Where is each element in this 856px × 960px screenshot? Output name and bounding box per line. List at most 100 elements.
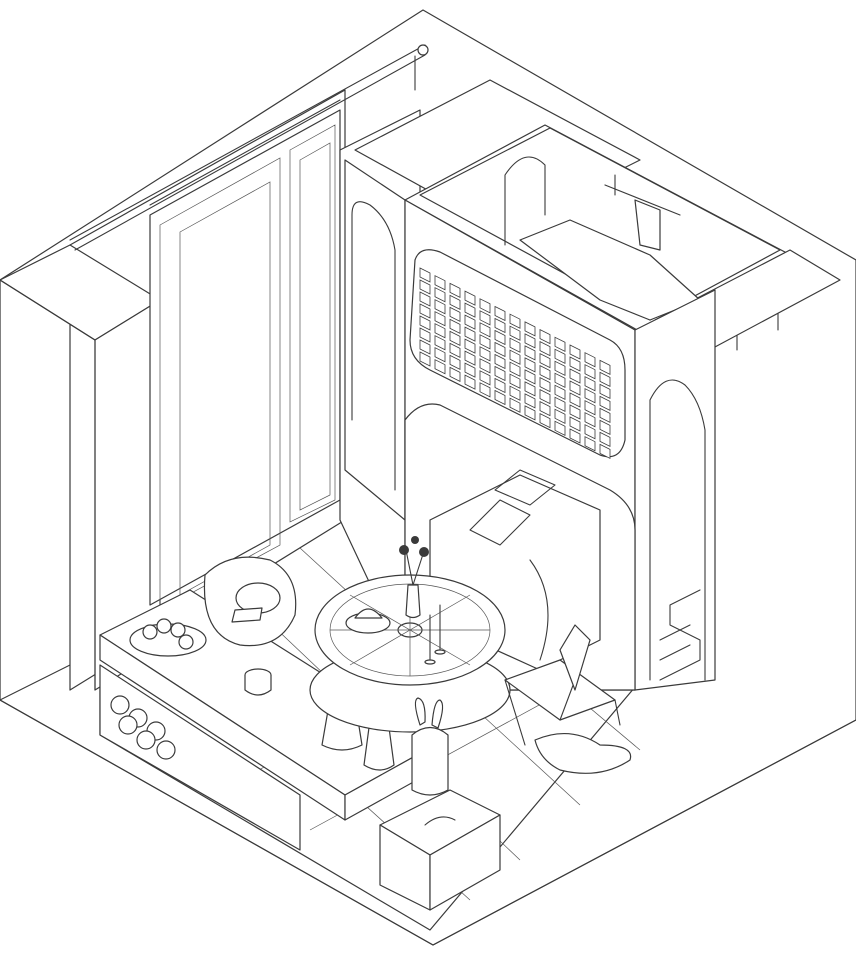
grid-cell <box>584 424 596 440</box>
grid-cell <box>584 364 596 380</box>
floor-blanket <box>534 732 632 774</box>
candle-cup <box>244 668 272 696</box>
grid-cell <box>584 412 596 428</box>
perforated-grid-screen <box>409 249 626 460</box>
grid-cell <box>599 443 611 460</box>
grid-cell <box>524 333 536 349</box>
grid-cell <box>494 317 506 334</box>
grid-cell <box>539 340 551 357</box>
grid-cell <box>539 364 551 381</box>
grid-cell <box>569 380 581 396</box>
grid-cell <box>599 419 611 436</box>
candlesticks <box>424 604 446 665</box>
grid-cell <box>599 371 611 388</box>
grid-cell <box>554 336 566 352</box>
grid-cell <box>464 290 476 306</box>
grid-cell <box>449 294 461 311</box>
grid-cell <box>479 322 491 338</box>
grid-cell <box>449 282 461 299</box>
grid-cell <box>584 388 596 404</box>
grid-cell <box>449 342 461 359</box>
grid-cell <box>419 351 431 367</box>
grid-cell <box>434 311 446 327</box>
grid-cell <box>479 346 491 362</box>
grid-cell <box>479 358 491 374</box>
grid-cell <box>524 345 536 361</box>
grid-cell <box>464 302 476 318</box>
grid-cell <box>479 298 491 314</box>
grid-cell <box>434 299 446 315</box>
grid-cell <box>554 360 566 376</box>
grid-cell <box>479 310 491 326</box>
grid-cell <box>599 395 611 412</box>
grid-cell <box>599 431 611 448</box>
grid-cell <box>449 330 461 347</box>
grid-cell <box>584 376 596 392</box>
grid-cell <box>509 349 521 365</box>
grid-cell <box>434 347 446 363</box>
grid-cell <box>599 407 611 424</box>
grid-cell <box>494 305 506 322</box>
grid-cell <box>524 405 536 421</box>
fruit-plate <box>129 618 207 657</box>
grid-cell <box>494 377 506 394</box>
grid-cell <box>554 348 566 364</box>
grid-cell <box>524 321 536 337</box>
grid-cell <box>524 369 536 385</box>
grid-cell <box>509 361 521 377</box>
grid-cell <box>554 384 566 400</box>
grid-cell <box>464 374 476 390</box>
grid-cell <box>464 362 476 378</box>
grid-cell <box>434 323 446 339</box>
grid-cell <box>434 335 446 351</box>
grid-cell <box>584 400 596 416</box>
grid-cell <box>584 352 596 368</box>
grid-cell <box>554 420 566 436</box>
grid-cell <box>539 388 551 405</box>
grid-cell <box>464 338 476 354</box>
flower-vase <box>399 536 429 619</box>
grid-cell <box>524 393 536 409</box>
stairs <box>659 589 701 681</box>
grid-cell <box>494 389 506 406</box>
grid-cell <box>419 279 431 295</box>
grid-cell <box>449 306 461 323</box>
grid-cell <box>419 303 431 319</box>
grid-cell <box>599 359 611 376</box>
grid-cell <box>464 326 476 342</box>
grid-cell <box>509 337 521 353</box>
grid-cell <box>539 412 551 429</box>
grid-cell <box>449 366 461 383</box>
grid-cell <box>554 396 566 412</box>
folding-chair <box>504 624 621 746</box>
curtain-rod <box>69 44 429 251</box>
grid-cell <box>494 341 506 358</box>
grid-cell <box>479 382 491 398</box>
grid-cell <box>539 400 551 417</box>
grid-cell <box>419 327 431 343</box>
grid-cell <box>449 318 461 335</box>
grid-cell <box>419 339 431 355</box>
grid-cell <box>509 325 521 341</box>
grid-cell <box>569 344 581 360</box>
grid-cell <box>509 397 521 413</box>
grid-cell <box>509 373 521 389</box>
bunny-plush <box>411 697 449 796</box>
storage-trunk <box>379 789 501 911</box>
window-door <box>149 99 341 611</box>
grid-cell <box>599 383 611 400</box>
firewood-logs <box>110 695 176 760</box>
grid-cell <box>509 313 521 329</box>
grid-cell <box>419 291 431 307</box>
grid-cell <box>449 354 461 371</box>
grid-cell <box>569 416 581 432</box>
grid-cell <box>434 359 446 375</box>
grid-cell <box>524 357 536 373</box>
grid-cell <box>569 356 581 372</box>
grid-cell <box>539 352 551 369</box>
grid-cell <box>494 329 506 346</box>
grid-cell <box>554 372 566 388</box>
teapot-tray <box>345 608 391 634</box>
grid-cell <box>509 385 521 401</box>
